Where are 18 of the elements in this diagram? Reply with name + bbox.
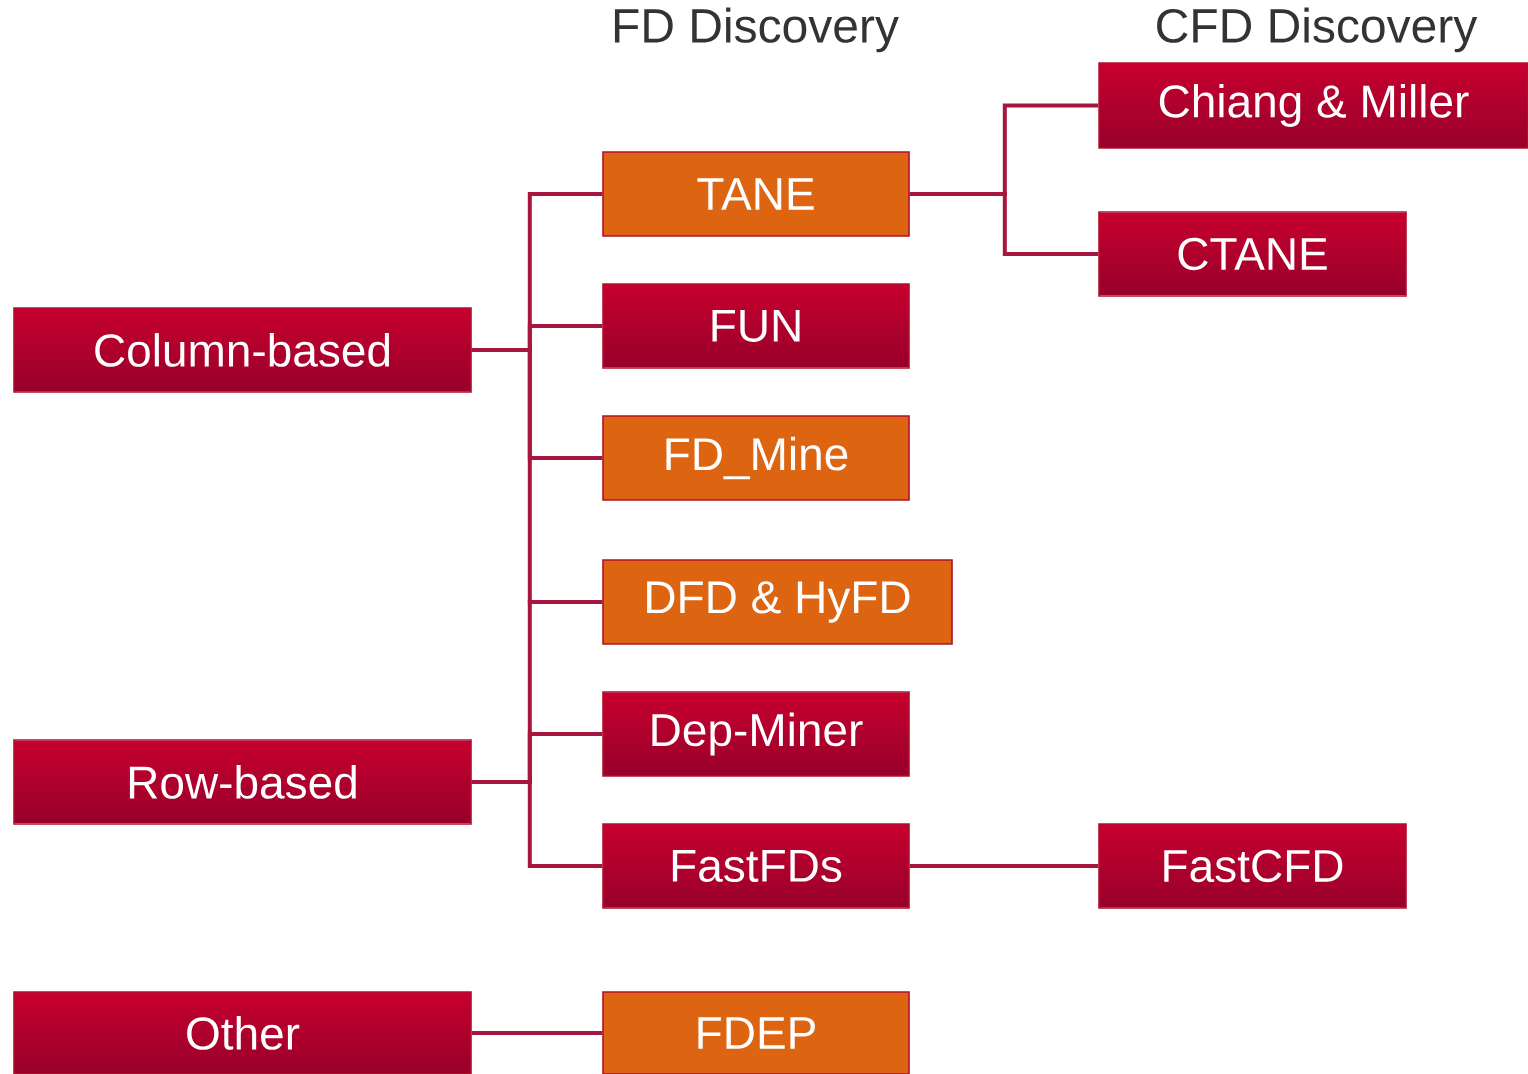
method-box: Dep-Miner [602,691,910,777]
method-box: FastCFD [1098,823,1407,909]
connector-line [471,780,603,868]
method-box: CTANE [1098,211,1407,297]
method-box: Column-based [13,307,472,393]
column-heading: FD Discovery [614,7,899,53]
method-box: FDEP [602,991,910,1074]
connector-line [909,192,1099,256]
connector-line [909,864,1099,868]
method-box: Chiang & Miller [1098,62,1528,149]
method-box: Row-based [13,739,472,825]
method-box: TANE [602,151,910,237]
method-box: FastFDs [602,823,910,909]
method-box: FUN [602,283,910,369]
method-box: Other [13,991,472,1074]
connector-line [471,1031,603,1035]
method-box: DFD & HyFD [602,559,953,645]
method-box: FD_Mine [602,415,910,501]
